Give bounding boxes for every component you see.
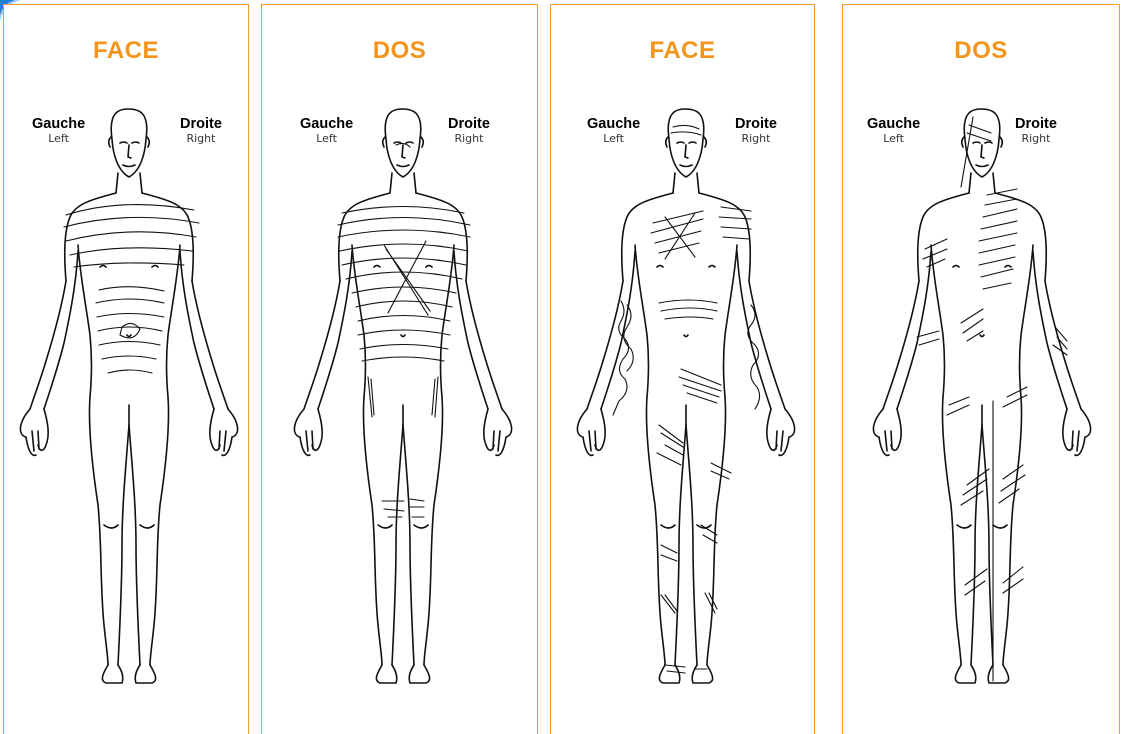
pain-map-panel-back-1: DOS Gauche Left Droite Right [261, 4, 538, 734]
pain-marking-overlay [843, 5, 1121, 729]
pain-marking-overlay [262, 5, 539, 729]
pain-map-panel-front-2: FACE Gauche Left Droite Right [550, 4, 815, 734]
pain-marking-overlay [4, 5, 250, 729]
pain-map-panel-back-2: DOS Gauche Left Droite Right [842, 4, 1120, 734]
pain-marking-overlay [551, 5, 816, 729]
pain-map-panel-front-1: FACE Gauche Left Droite Right [3, 4, 249, 734]
